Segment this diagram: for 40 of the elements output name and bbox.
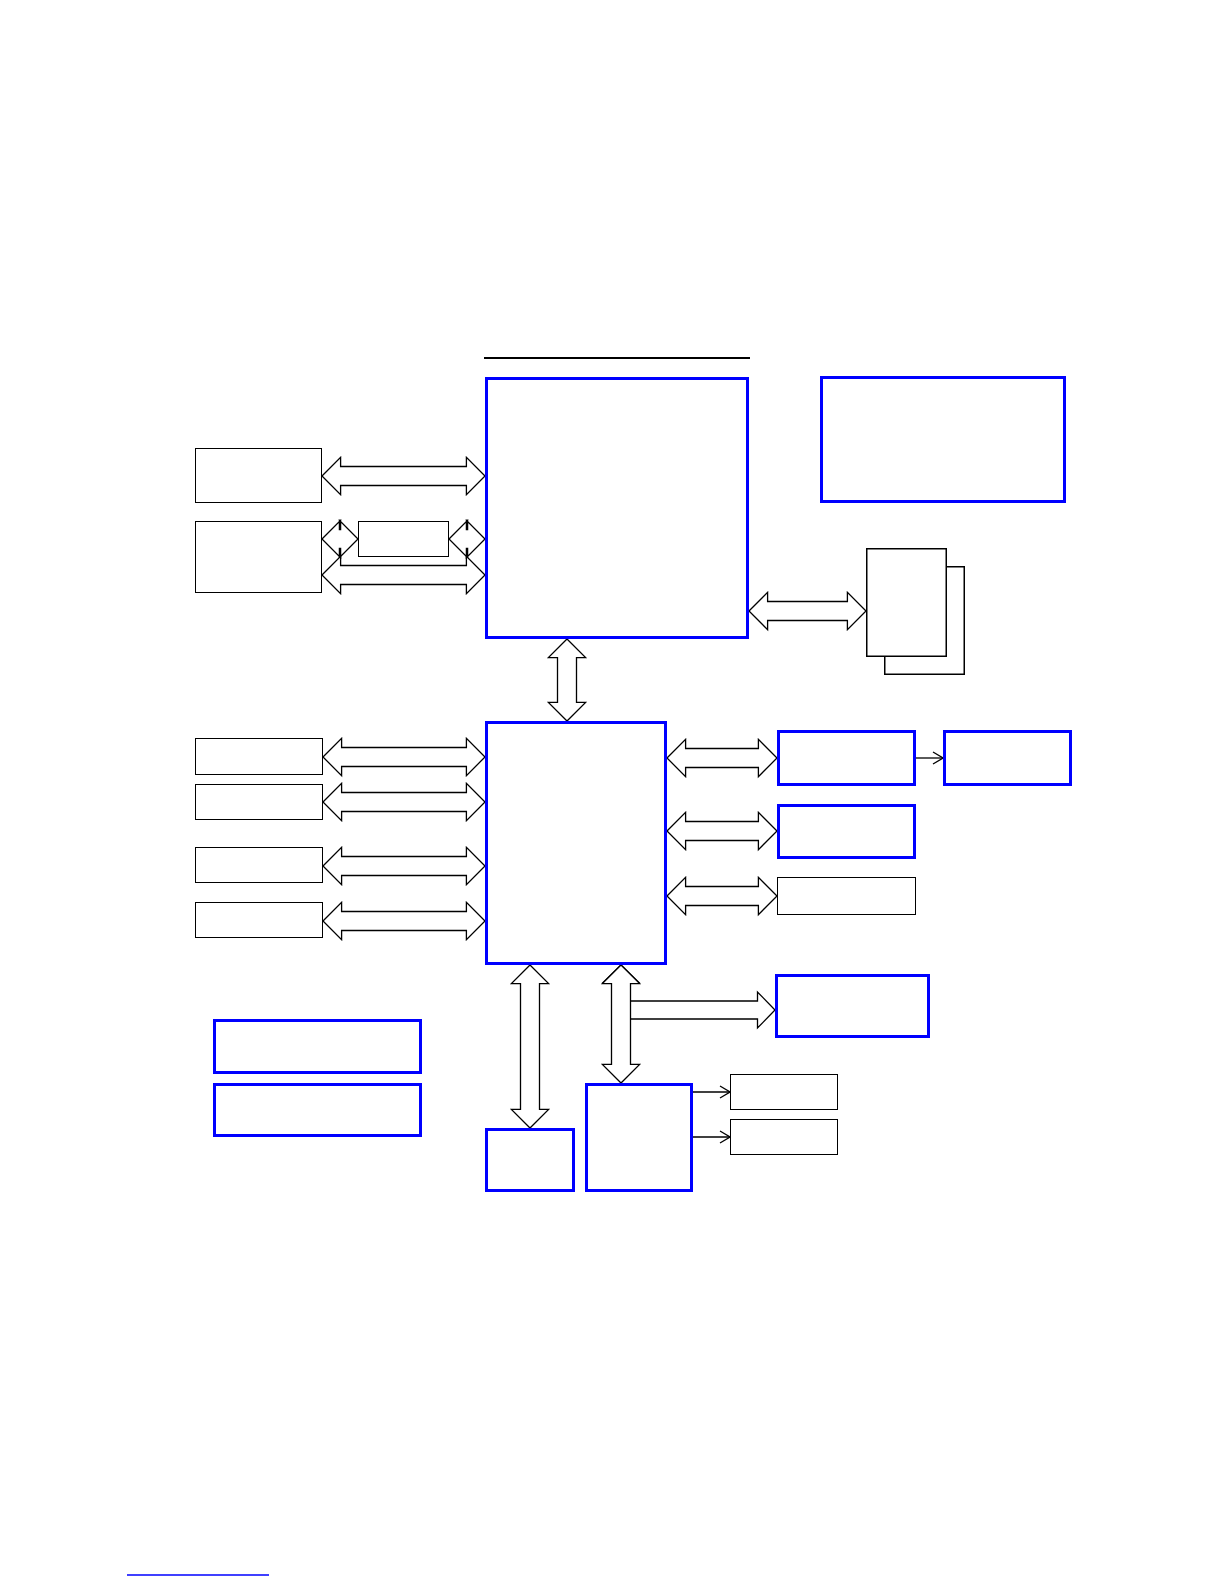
block-rectangle xyxy=(585,1083,693,1192)
bus-arrow xyxy=(322,736,486,778)
block-rectangle xyxy=(730,1074,838,1110)
bus-arrow xyxy=(321,518,359,560)
bus-arrow xyxy=(666,875,778,917)
bus-arrow xyxy=(448,518,486,560)
bus-arrow xyxy=(322,845,486,887)
arrow xyxy=(915,751,944,765)
block-rectangle xyxy=(485,721,667,965)
bus-arrow xyxy=(509,964,551,1129)
block-rectangle xyxy=(195,902,323,938)
arrow xyxy=(692,1085,731,1099)
block-rectangle xyxy=(195,847,323,883)
bus-arrow xyxy=(600,964,642,1084)
bus-arrow xyxy=(666,810,778,852)
block-rectangle xyxy=(195,738,323,775)
stacked-rectangles xyxy=(866,548,965,675)
block-rectangle xyxy=(213,1083,422,1137)
bus-arrow xyxy=(322,781,486,823)
bus-arrow xyxy=(748,590,867,632)
block-rectangle xyxy=(820,376,1066,503)
bus-arrow xyxy=(546,638,588,722)
block-rectangle xyxy=(485,377,749,639)
block-rectangle xyxy=(777,804,916,859)
block-rectangle xyxy=(943,730,1072,786)
block-rectangle xyxy=(195,521,322,593)
block-rectangle xyxy=(195,448,322,503)
block-rectangle xyxy=(777,877,916,915)
bus-arrow xyxy=(321,455,486,497)
block-rectangle xyxy=(213,1019,422,1074)
arrow xyxy=(692,1130,731,1144)
block-rectangle xyxy=(775,974,930,1038)
block-rectangle xyxy=(777,730,916,786)
block-rectangle xyxy=(195,784,323,820)
bus-arrow xyxy=(666,737,778,779)
block-rectangle xyxy=(730,1119,838,1155)
block-rectangle xyxy=(485,1128,575,1192)
bus-arrow xyxy=(321,554,486,596)
bus-arrow xyxy=(322,900,486,942)
block-rectangle xyxy=(358,521,449,557)
